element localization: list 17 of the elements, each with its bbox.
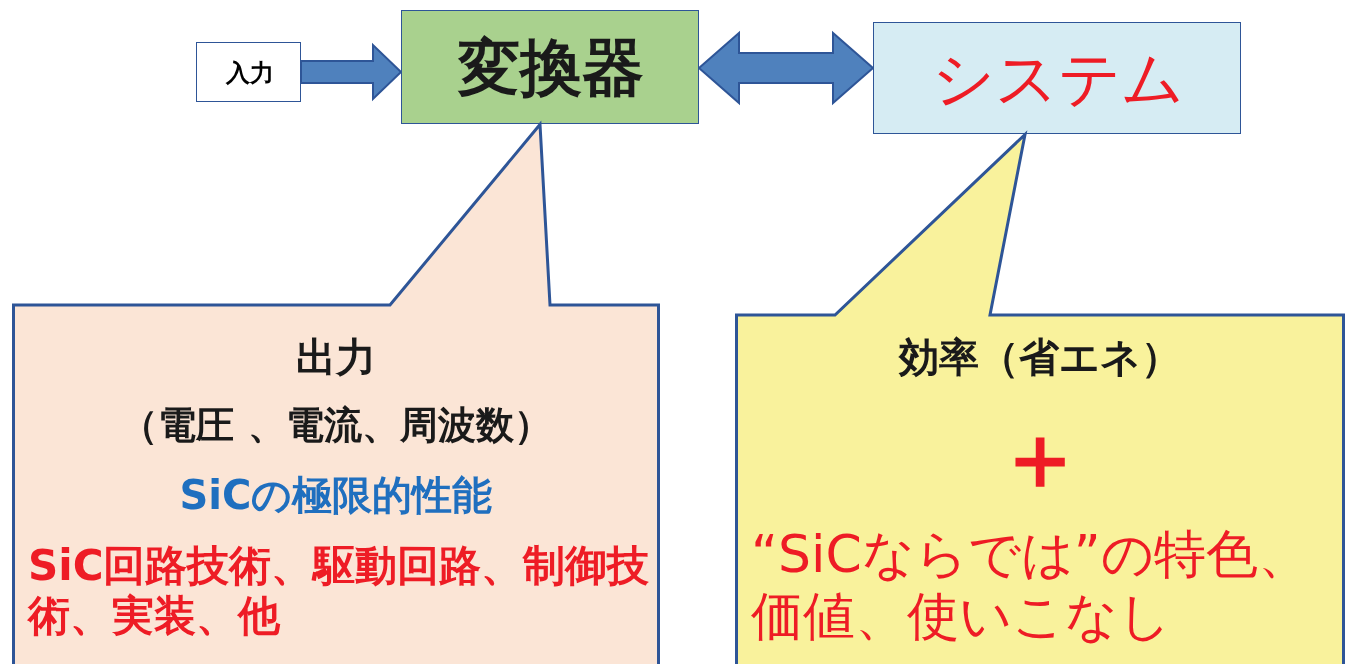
output-detail: （電圧 、電流、周波数） (120, 403, 552, 447)
sic-performance-text: SiCの極限的性能 (179, 472, 493, 518)
input-box (196, 42, 301, 102)
efficiency-callout (735, 133, 1345, 664)
efficiency-heading: 効率（省エネ） (899, 334, 1181, 380)
sic-value-text: “SiCならでは”の特色、価値、使いこなし (751, 524, 1310, 647)
plus-sign: ＋ (995, 404, 1085, 509)
system-label: システム (932, 41, 1184, 117)
output-heading: 出力 (296, 334, 376, 380)
input-label: 入力 (225, 58, 274, 88)
converter-box (401, 10, 699, 124)
system-box (873, 22, 1241, 134)
converter-label: 変換器 (458, 30, 644, 106)
output-callout (12, 123, 660, 664)
block-arrow (300, 42, 403, 102)
sic-technology-text: SiC回路技術、駆動回路、制御技術、実装、他 (28, 541, 650, 641)
double-block-arrow (697, 30, 875, 106)
